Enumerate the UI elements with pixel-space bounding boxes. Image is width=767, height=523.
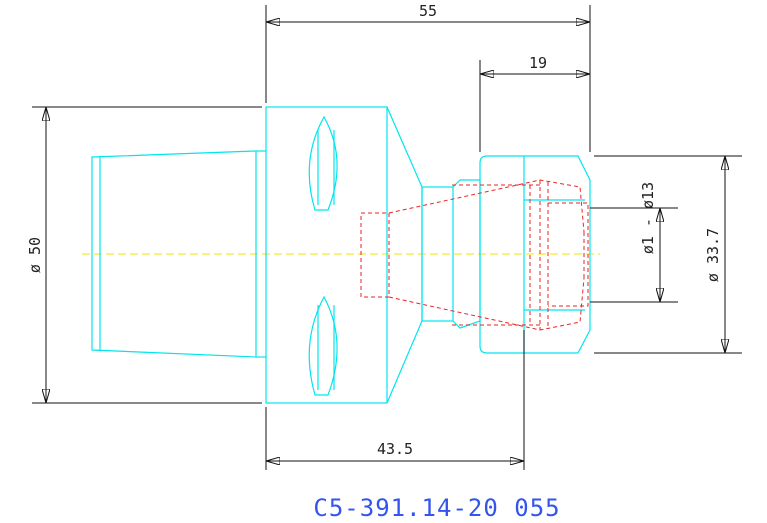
dim-nut-diameter: ø 33.7 [704,228,722,282]
part-outline [91,106,591,404]
dim-overall-length: 55 [419,2,437,20]
dim-nut-length: 19 [529,54,547,72]
part-number: C5-391.14-20 055 [313,494,560,522]
dim-clamping-range: ø1 - ø13 [639,182,657,254]
dim-flange-diameter: ø 50 [26,237,44,273]
dimension-lines [32,5,742,470]
hidden-lines [360,179,589,331]
dim-gauge-length: 43.5 [377,440,413,458]
